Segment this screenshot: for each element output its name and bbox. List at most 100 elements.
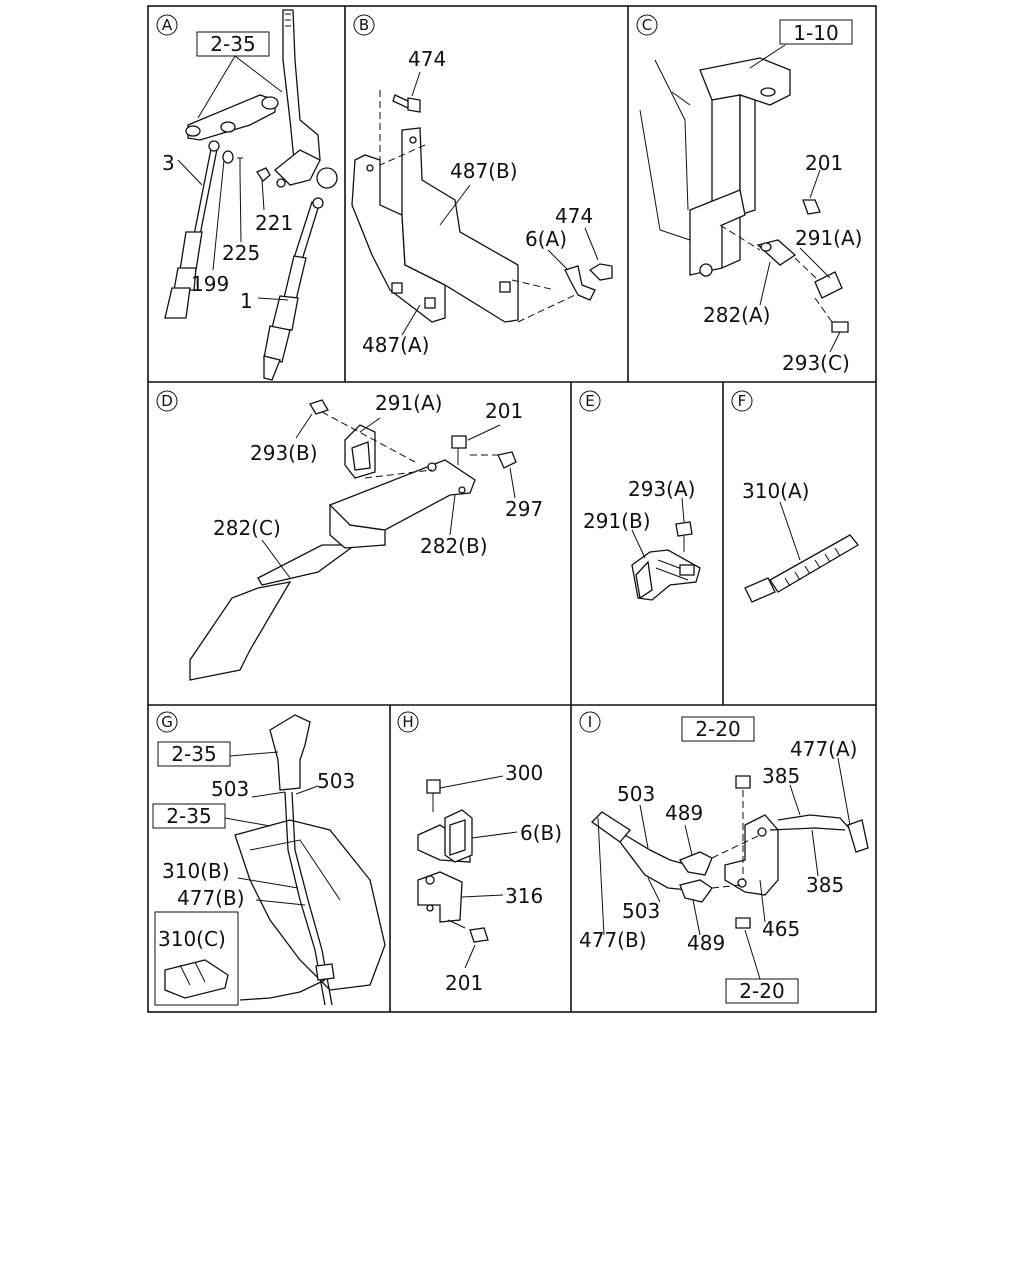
label-d-293b: 293(B) [250,441,318,465]
label-h-201: 201 [445,971,483,995]
label-i-477a: 477(A) [790,737,857,761]
label-i-465: 465 [762,917,800,941]
label-g-503-right: 503 [317,769,355,793]
svg-text:D: D [161,392,173,410]
label-a-221: 221 [255,211,293,235]
panel-g-leaders [224,751,319,906]
panel-h-labels: 300 6(B) 316 201 [445,761,562,995]
ref-box-g-2-35-mid [152,803,226,829]
panel-d-drawing [189,399,517,681]
panel-badges: A B C D E F G H I [156,14,753,733]
svg-text:C: C [642,16,652,34]
panel-f-badge: F [731,390,753,412]
svg-text:F: F [738,392,747,410]
label-g-477b: 477(B) [177,886,245,910]
label-i-489-top: 489 [665,801,703,825]
panel-a-drawing [164,9,338,381]
label-c-201: 201 [805,151,843,175]
panel-c-drawing [639,57,849,333]
svg-text:I: I [588,713,592,731]
panel-i-badge: I [579,711,601,733]
panel-f-labels: 310(A) [742,479,809,503]
clip-detail-box [154,911,239,1006]
label-a-225: 225 [222,241,260,265]
label-b-474-top: 474 [408,47,446,71]
ref-box-i-2-20-top [681,716,755,742]
panel-b-labels: 474 487(B) 474 6(A) 487(A) [362,47,593,357]
label-b-487a: 487(A) [362,333,429,357]
label-a-3: 3 [162,151,175,175]
label-i-477b: 477(B) [579,928,647,952]
panel-a-badge: A [156,14,178,36]
panel-b-badge: B [353,14,375,36]
panel-b-leaders [401,71,599,336]
ref-box-i-2-20-bot [725,978,799,1004]
label-h-300: 300 [505,761,543,785]
label-h-6b: 6(B) [520,821,562,845]
panel-f-leaders [779,501,801,561]
ref-box-g-2-35-top [157,741,231,767]
label-i-503-bot: 503 [622,899,660,923]
label-e-291b: 291(B) [583,509,651,533]
panel-c-leaders [749,44,841,353]
label-b-474-right: 474 [555,204,593,228]
label-b-6a: 6(A) [525,227,567,251]
label-f-310a: 310(A) [742,479,809,503]
svg-text:1-10: 1-10 [793,21,838,45]
ref-box-a-2-35 [196,31,270,57]
panel-c-badge: C [636,14,658,36]
label-b-487b: 487(B) [450,159,518,183]
panel-h-badge: H [397,711,419,733]
label-i-385-right: 385 [806,873,844,897]
panel-i-leaders [597,757,851,980]
label-a-1: 1 [240,289,253,313]
panel-a-leaders [177,55,289,301]
label-d-201: 201 [485,399,523,423]
label-d-297: 297 [505,497,543,521]
label-g-310c: 310(C) [158,927,226,951]
panel-g-labels: 2-35 2-35 503 503 310(B) 477(B) 310(C) [152,741,355,951]
panel-b-drawing [351,90,613,323]
panel-h-drawing [417,779,489,943]
label-g-503-left: 503 [211,777,249,801]
label-i-385-top: 385 [762,764,800,788]
panel-c-labels: 1-10 201 291(A) 282(A) 293(C) [703,19,862,375]
svg-text:B: B [359,16,369,34]
label-i-503-top: 503 [617,782,655,806]
svg-text:2-35: 2-35 [210,32,255,56]
svg-text:G: G [161,713,173,731]
svg-text:2-35: 2-35 [171,742,216,766]
svg-text:E: E [585,392,594,410]
panel-g-badge: G [156,711,178,733]
svg-text:2-20: 2-20 [695,717,740,741]
panel-d-leaders [261,413,516,579]
panel-g-drawing [154,714,386,1006]
label-g-310b: 310(B) [162,859,230,883]
panel-f-drawing [744,534,859,603]
svg-text:H: H [402,713,413,731]
panel-d-badge: D [156,390,178,412]
label-c-291a: 291(A) [795,226,862,250]
label-c-293c: 293(C) [782,351,850,375]
panel-e-labels: 293(A) 291(B) [583,477,695,533]
panel-e-drawing [631,521,701,601]
label-d-291a: 291(A) [375,391,442,415]
label-h-316: 316 [505,884,543,908]
panel-d-labels: 291(A) 201 293(B) 297 282(C) 282(B) [213,391,543,558]
svg-text:2-20: 2-20 [739,979,784,1003]
panel-e-leaders [631,497,685,559]
panel-i-labels: 2-20 2-20 477(A) 385 503 489 385 503 477… [579,716,857,1004]
ref-box-c-1-10 [779,19,853,45]
label-a-199: 199 [191,272,229,296]
panel-h-leaders [439,775,518,969]
label-d-282b: 282(B) [420,534,488,558]
label-i-489-bot: 489 [687,931,725,955]
panel-a-labels: 2-35 3 199 225 221 1 [162,31,293,313]
svg-text:A: A [162,16,173,34]
label-e-293a: 293(A) [628,477,695,501]
svg-text:2-35: 2-35 [166,804,211,828]
panel-e-badge: E [579,390,601,412]
label-c-282a: 282(A) [703,303,770,327]
panel-frames [147,5,877,1013]
